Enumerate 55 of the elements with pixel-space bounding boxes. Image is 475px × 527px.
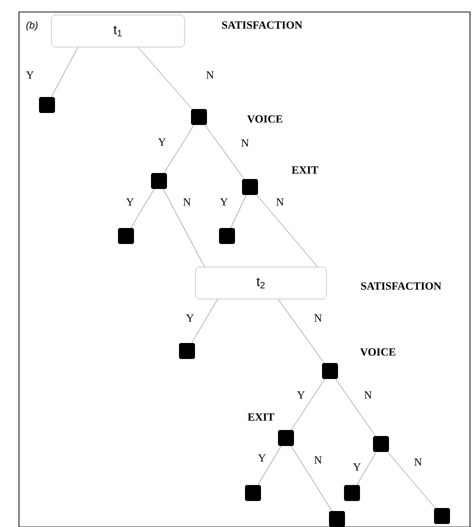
leaf-square bbox=[118, 228, 134, 244]
edge-label: Y bbox=[257, 453, 267, 463]
branch-line bbox=[164, 125, 194, 173]
leaf-square bbox=[242, 179, 258, 195]
branch-line bbox=[204, 125, 244, 179]
leaf-square bbox=[245, 485, 261, 501]
edge-label: N bbox=[313, 455, 323, 465]
branch-line bbox=[258, 446, 282, 485]
branch-line bbox=[336, 379, 376, 436]
branch-line bbox=[163, 189, 205, 267]
leaf-square bbox=[373, 436, 389, 452]
stage-label: EXIT bbox=[292, 166, 318, 174]
leaf-square bbox=[191, 109, 207, 125]
leaf-square bbox=[219, 228, 235, 244]
edge-label: N bbox=[205, 70, 215, 80]
branch-line bbox=[388, 452, 436, 508]
branch-line bbox=[290, 446, 332, 511]
branch-line bbox=[230, 195, 246, 228]
edge-label: Y bbox=[296, 390, 306, 400]
leaf-square bbox=[151, 173, 167, 189]
branch-line bbox=[192, 299, 218, 343]
edge-label: Y bbox=[125, 197, 135, 207]
leaf-square bbox=[39, 97, 55, 113]
edge-label: N bbox=[313, 313, 323, 323]
leaf-square bbox=[434, 508, 450, 524]
leaf-square bbox=[344, 485, 360, 501]
edge-label: N bbox=[363, 390, 373, 400]
stage-label: VOICE bbox=[247, 115, 282, 123]
branch-line bbox=[51, 47, 78, 97]
stage-label: VOICE bbox=[360, 348, 396, 356]
branch-line bbox=[256, 195, 318, 267]
edge-label: N bbox=[413, 457, 423, 467]
leaf-square bbox=[329, 511, 345, 527]
leaf-square bbox=[322, 363, 338, 379]
stage-label: EXIT bbox=[248, 413, 274, 421]
branch-line bbox=[356, 452, 376, 485]
edge-label: Y bbox=[25, 70, 35, 80]
edge-label: Y bbox=[157, 137, 167, 147]
decision-box: t$_{1}$ bbox=[51, 14, 185, 48]
edge-label: N bbox=[275, 197, 285, 207]
edge-label: Y bbox=[185, 313, 195, 323]
panel-label: (b) bbox=[26, 21, 38, 31]
branch-line bbox=[291, 379, 325, 430]
edge-label: Y bbox=[219, 197, 229, 207]
edge-label: N bbox=[182, 197, 192, 207]
stage-label: SATISFACTION bbox=[361, 282, 442, 290]
stage-label: SATISFACTION bbox=[222, 21, 302, 29]
branch-line bbox=[278, 299, 324, 363]
branch-line bbox=[130, 189, 154, 228]
leaf-square bbox=[278, 430, 294, 446]
decision-box: t$_{2}$ bbox=[195, 266, 327, 300]
edge-label: N bbox=[240, 138, 250, 148]
edge-label: Y bbox=[352, 462, 362, 472]
leaf-square bbox=[179, 343, 195, 359]
branch-line bbox=[138, 47, 192, 109]
